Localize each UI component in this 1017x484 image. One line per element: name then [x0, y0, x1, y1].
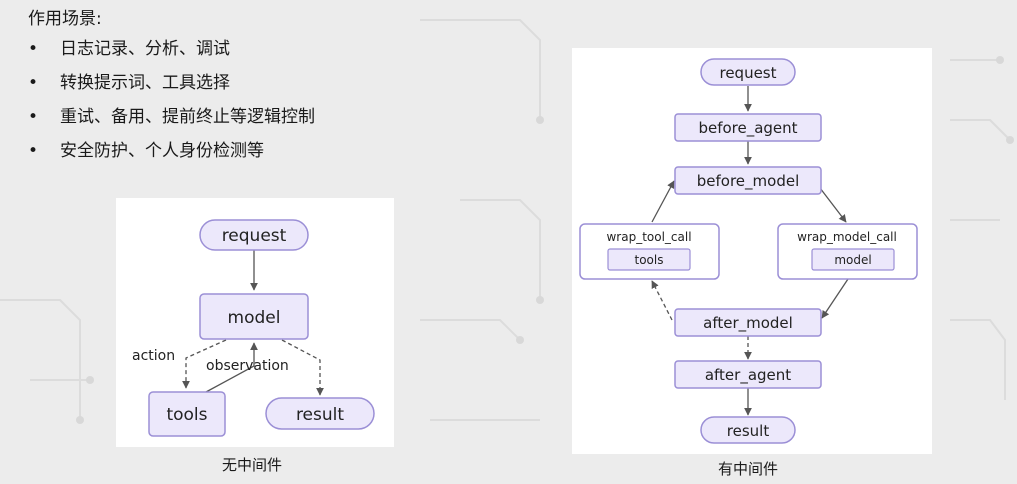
edge-wrap-model-after-model — [821, 278, 849, 319]
use-case-list: • 日志记录、分析、调试 • 转换提示词、工具选择 • 重试、备用、提前终止等逻辑控制… — [28, 34, 315, 170]
node-result-label: result — [296, 405, 344, 425]
list-item-text: 重试、备用、提前终止等逻辑控制 — [60, 107, 315, 127]
left-flow-svg: request model tools result action observ… — [132, 219, 375, 437]
edge-wrap-tool-before-model — [651, 180, 675, 223]
node-after-agent-label: after_agent — [705, 366, 791, 385]
node-before-agent-label: before_agent — [698, 119, 797, 138]
edge-label-observation: observation — [206, 358, 289, 374]
node-after-model-label: after_model — [703, 314, 793, 333]
caption-without-middleware: 无中间件 — [222, 456, 283, 474]
list-item: • 日志记录、分析、调试 — [28, 34, 315, 68]
bullet-glyph: • — [28, 39, 39, 59]
node-tools — [148, 391, 226, 437]
node-wrap-tool-call-label: wrap_tool_call — [606, 230, 691, 244]
node-result — [700, 416, 796, 444]
node-result-label: result — [727, 422, 770, 440]
node-before-model-label: before_model — [697, 172, 799, 191]
node-before-model — [674, 166, 822, 195]
node-before-agent — [674, 113, 822, 142]
node-tools-label: tools — [635, 253, 664, 267]
list-item: • 安全防护、个人身份检测等 — [28, 136, 315, 170]
diagram-with-middleware: request before_agent before_model wrap_t… — [572, 48, 932, 454]
node-request-label: request — [719, 64, 776, 82]
diagram-without-middleware: request model tools result action observ… — [116, 198, 394, 447]
edge-label-action: action — [132, 348, 175, 364]
bullet-glyph: • — [28, 141, 39, 161]
edge-after-model-wrap-tool — [651, 280, 673, 321]
node-tools-label: tools — [166, 405, 207, 425]
list-item: • 转换提示词、工具选择 — [28, 68, 315, 102]
node-model-label: model — [228, 308, 281, 328]
caption-with-middleware: 有中间件 — [718, 460, 779, 478]
node-request-label: request — [222, 226, 287, 246]
node-after-model — [674, 308, 822, 337]
bullet-glyph: • — [28, 107, 39, 127]
list-item-text: 转换提示词、工具选择 — [60, 73, 230, 93]
node-tools — [607, 248, 691, 271]
edge-tools-model — [205, 342, 258, 393]
list-item-text: 日志记录、分析、调试 — [60, 39, 230, 59]
node-model-label: model — [834, 253, 871, 267]
bullet-glyph: • — [28, 73, 39, 93]
right-flow-svg: request before_agent before_model wrap_t… — [579, 58, 918, 444]
node-model — [199, 293, 309, 340]
node-result — [265, 397, 375, 430]
node-wrap-model-call-label: wrap_model_call — [797, 230, 897, 244]
node-request — [199, 219, 309, 251]
edge-model-tools — [182, 339, 227, 389]
edge-model-result — [281, 339, 324, 396]
node-request — [700, 58, 796, 86]
node-after-agent — [674, 360, 822, 389]
list-item: • 重试、备用、提前终止等逻辑控制 — [28, 102, 315, 136]
edge-before-model-wrap-model — [819, 187, 847, 223]
section-heading: 作用场景: — [28, 9, 102, 29]
list-item-text: 安全防护、个人身份检测等 — [60, 141, 264, 161]
node-model — [811, 248, 895, 271]
